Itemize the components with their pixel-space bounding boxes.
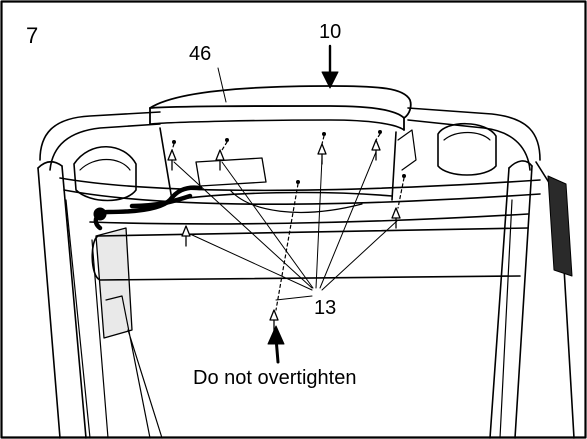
console-tray xyxy=(149,119,417,213)
left-upright xyxy=(37,160,163,439)
callout-46-label: 46 xyxy=(189,43,212,65)
caution-note: Do not overtighten xyxy=(193,367,357,389)
right-grip xyxy=(437,123,497,176)
side-rails xyxy=(39,107,541,171)
screw-5 xyxy=(181,225,191,247)
screws-13 xyxy=(167,139,401,333)
arrow-caution xyxy=(267,325,285,364)
screw-1 xyxy=(167,149,177,171)
step-number: 7 xyxy=(26,23,39,48)
wire-connector xyxy=(93,207,107,221)
left-grip xyxy=(73,145,137,202)
arrow-10 xyxy=(321,44,339,89)
dashed-paths xyxy=(171,133,405,311)
right-upright xyxy=(489,160,575,439)
callout-10-label: 10 xyxy=(319,21,342,43)
screw-4 xyxy=(371,139,381,161)
leader-lines-13 xyxy=(173,151,399,301)
callout-13-label: 13 xyxy=(314,297,337,319)
crossbar xyxy=(59,177,541,281)
leader-line-46 xyxy=(217,67,227,103)
console-top xyxy=(149,85,412,131)
screw-2 xyxy=(215,149,225,171)
screw-6 xyxy=(391,207,401,229)
screw-holes xyxy=(172,130,406,184)
